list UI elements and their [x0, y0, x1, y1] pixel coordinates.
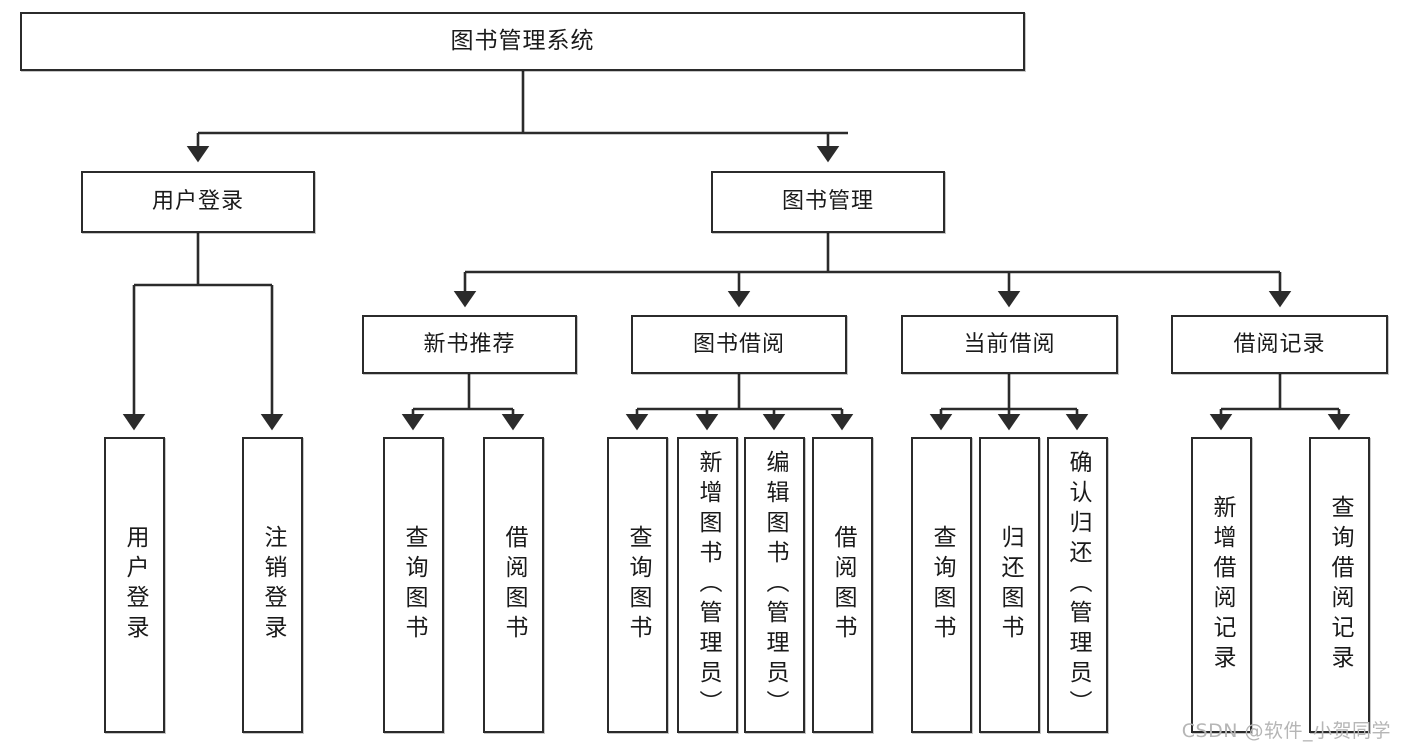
node-new-book-recommend[interactable]: 新书推荐 — [362, 315, 577, 374]
node-label: 查询借阅记录 — [1327, 495, 1353, 675]
node-label: 用户登录 — [151, 189, 244, 215]
node-label: 借阅图书 — [830, 525, 856, 645]
node-label: 当前借阅 — [963, 331, 1056, 357]
node-label: 查询图书 — [401, 525, 427, 645]
node-label: 注销登录 — [260, 525, 286, 645]
leaf-book-borrow-add-book-admin[interactable]: 新增图书（管理员） — [677, 437, 738, 733]
node-label: 图书借阅 — [692, 331, 785, 357]
node-book-management[interactable]: 图书管理 — [711, 171, 945, 233]
node-root-book-management-system[interactable]: 图书管理系统 — [20, 12, 1025, 71]
node-label: 图书管理系统 — [450, 27, 595, 54]
node-borrow-record[interactable]: 借阅记录 — [1171, 315, 1388, 374]
leaf-current-borrow-confirm-return-admin[interactable]: 确认归还（管理员） — [1047, 437, 1108, 733]
node-label: 图书管理 — [781, 189, 874, 215]
leaf-new-book-borrow-book[interactable]: 借阅图书 — [483, 437, 544, 733]
node-label: 新增图书（管理员） — [695, 450, 721, 720]
leaf-user-login-logout[interactable]: 注销登录 — [242, 437, 303, 733]
leaf-book-borrow-edit-book-admin[interactable]: 编辑图书（管理员） — [744, 437, 805, 733]
node-label: 归还图书 — [997, 525, 1023, 645]
node-label: 借阅记录 — [1233, 331, 1326, 357]
leaf-user-login-login[interactable]: 用户登录 — [104, 437, 165, 733]
leaf-current-borrow-query-book[interactable]: 查询图书 — [911, 437, 972, 733]
node-book-borrow[interactable]: 图书借阅 — [631, 315, 847, 374]
node-label: 用户登录 — [122, 525, 148, 645]
node-user-login[interactable]: 用户登录 — [81, 171, 315, 233]
leaf-new-book-query-book[interactable]: 查询图书 — [383, 437, 444, 733]
leaf-borrow-record-add-record[interactable]: 新增借阅记录 — [1191, 437, 1252, 733]
leaf-book-borrow-query-book[interactable]: 查询图书 — [607, 437, 668, 733]
node-label: 查询图书 — [929, 525, 955, 645]
node-label: 确认归还（管理员） — [1065, 450, 1091, 720]
leaf-current-borrow-return-book[interactable]: 归还图书 — [979, 437, 1040, 733]
node-label: 新书推荐 — [423, 331, 516, 357]
node-label: 新增借阅记录 — [1209, 495, 1235, 675]
watermark-text: CSDN @软件_小贺同学 — [1181, 720, 1391, 742]
node-current-borrow[interactable]: 当前借阅 — [901, 315, 1118, 374]
node-label: 查询图书 — [625, 525, 651, 645]
leaf-book-borrow-borrow-book[interactable]: 借阅图书 — [812, 437, 873, 733]
node-label: 编辑图书（管理员） — [762, 450, 788, 720]
node-label: 借阅图书 — [501, 525, 527, 645]
leaf-borrow-record-query-record[interactable]: 查询借阅记录 — [1309, 437, 1370, 733]
